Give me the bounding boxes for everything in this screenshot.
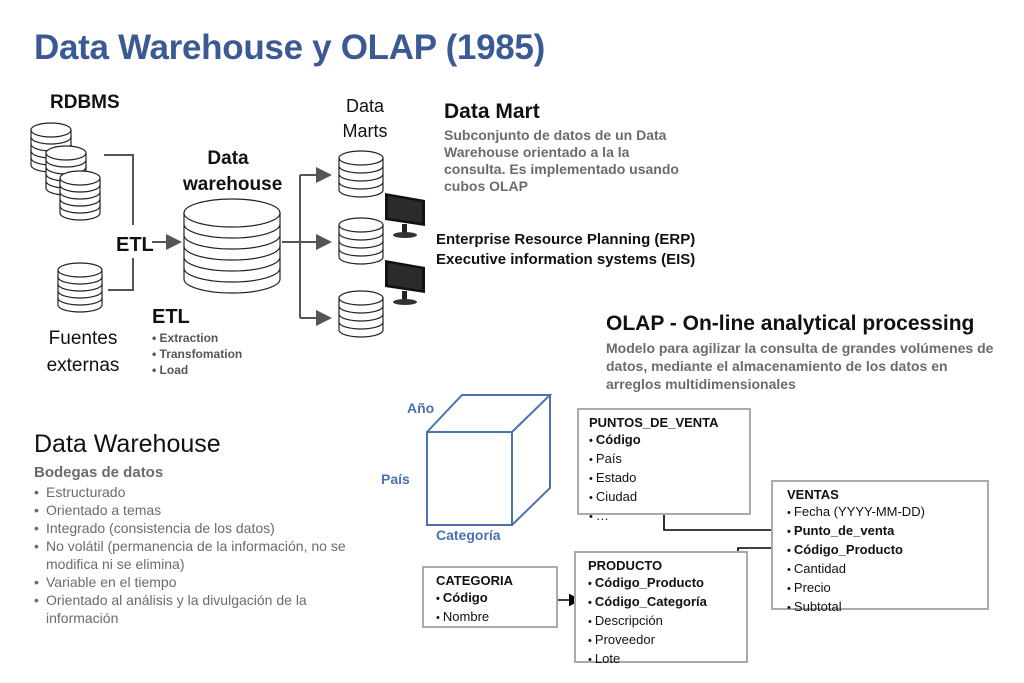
table-fields: Código Nombre [436, 589, 544, 627]
feature-item: Estructurado [34, 483, 364, 501]
data-warehouse-label: Data warehouse [183, 146, 283, 198]
data-mart-db-icon-2 [338, 217, 384, 265]
etl-steps-list: Extraction Transfomation Load [152, 330, 243, 378]
table-field: Precio [787, 579, 973, 598]
data-warehouse-label-line-2: warehouse [183, 174, 283, 195]
data-mart-db-icon-1 [338, 150, 384, 198]
table-field: Cantidad [787, 560, 973, 579]
table-ventas: VENTAS Fecha (YYYY-MM-DD) Punto_de_venta… [771, 480, 989, 614]
rdbms-label: RDBMS [50, 92, 120, 113]
page-title: Data Warehouse y OLAP (1985) [34, 28, 545, 67]
olap-cube [426, 394, 553, 526]
feature-item: Orientado a temas [34, 501, 364, 519]
table-field-fk: Código_Categoría [588, 593, 734, 612]
table-field: País [589, 450, 739, 469]
table-field-fk: Código_Producto [787, 541, 973, 560]
erp-eis-text: Enterprise Resource Planning (ERP) Execu… [436, 230, 695, 270]
data-mart-db-icon-3 [338, 290, 384, 338]
feature-item: Integrado (consistencia de los datos) [34, 519, 364, 537]
feature-item: Variable en el tiempo [34, 573, 364, 591]
data-mart-description: Subconjunto de datos de un Data Warehous… [444, 127, 679, 194]
data-marts-label-line-2: Marts [342, 121, 388, 141]
table-field-fk: Punto_de_venta [787, 522, 973, 541]
data-warehouse-db-icon [183, 198, 281, 294]
rdbms-connector-line [104, 154, 134, 225]
etl-step-item: Extraction [152, 330, 242, 346]
fuentes-externas-label: Fuentes externas [43, 325, 123, 379]
olap-title: OLAP - On-line analytical processing [606, 312, 975, 335]
table-field: Fecha (YYYY-MM-DD) [787, 503, 973, 522]
monitor-icon-2 [385, 260, 425, 305]
eis-line: Executive information systems (EIS) [436, 251, 696, 268]
table-title: VENTAS [787, 487, 839, 502]
etl-step-item: Transfomation [152, 346, 243, 362]
cube-label-anio: Año [407, 400, 435, 416]
fuentes-connector-line [108, 258, 134, 291]
table-title: PUNTOS_DE_VENTA [589, 415, 719, 430]
data-warehouse-section-subtitle: Bodegas de datos [34, 464, 164, 481]
table-field: Nombre [436, 608, 544, 627]
etl-step-item: Load [152, 362, 242, 378]
data-mart-title: Data Mart [444, 100, 540, 123]
fuentes-label-line-2: externas [46, 355, 120, 376]
feature-item: Orientado al análisis y la divulgación d… [34, 591, 364, 627]
table-fields: Código_Producto Código_Categoría Descrip… [588, 574, 734, 669]
table-field-key: Código [436, 589, 544, 608]
data-marts-label-line-1: Data [345, 96, 385, 116]
olap-description: Modelo para agilizar la consulta de gran… [606, 340, 994, 392]
etl-title: ETL [152, 306, 190, 328]
table-field: Estado [589, 469, 739, 488]
fuentes-db-icon [57, 262, 103, 313]
table-field: Descripción [588, 612, 734, 631]
erp-line: Enterprise Resource Planning (ERP) [436, 231, 696, 248]
rdbms-db-icon-3 [59, 170, 101, 221]
table-producto: PRODUCTO Código_Producto Código_Categorí… [574, 551, 748, 666]
data-warehouse-features-list: Estructurado Orientado a temas Integrado… [34, 483, 364, 627]
table-title: PRODUCTO [588, 558, 663, 573]
table-field-key: Código [589, 431, 739, 450]
table-field: … [589, 507, 739, 526]
data-marts-label: Data Marts [335, 94, 395, 144]
table-categoria: CATEGORIA Código Nombre [422, 566, 558, 628]
data-warehouse-label-line-1: Data [207, 148, 249, 169]
table-fields: Fecha (YYYY-MM-DD) Punto_de_venta Código… [787, 503, 973, 617]
etl-arrow-label: ETL [116, 234, 154, 256]
table-field: Proveedor [588, 631, 734, 650]
fuentes-label-line-1: Fuentes [48, 328, 118, 349]
feature-item: No volátil (permanencia de la informació… [34, 537, 364, 573]
table-title: CATEGORIA [436, 573, 514, 588]
table-field: Lote [588, 650, 734, 669]
data-warehouse-section-title: Data Warehouse [34, 430, 221, 458]
monitor-icon-1 [385, 193, 425, 238]
table-field: Ciudad [589, 488, 739, 507]
table-field: Subtotal [787, 598, 973, 617]
table-puntos-de-venta: PUNTOS_DE_VENTA Código País Estado Ciuda… [577, 408, 751, 523]
table-field-key: Código_Producto [588, 574, 734, 593]
cube-label-categoria: Categoría [436, 527, 501, 543]
table-fields: Código País Estado Ciudad … [589, 431, 739, 526]
cube-label-pais: País [381, 471, 410, 487]
